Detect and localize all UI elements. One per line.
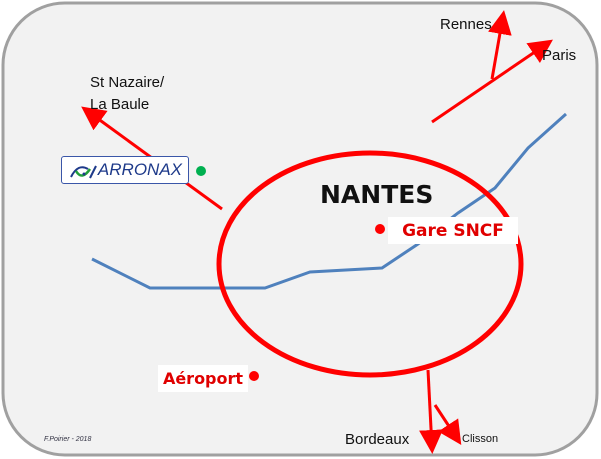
arronax-dot [196,166,206,176]
label-bordeaux: Bordeaux [345,431,410,448]
arronax-text: ARRONAX [97,160,182,179]
road-bordeaux [419,369,444,454]
label-gare-sncf: Gare SNCF [388,217,518,244]
label-clisson: Clisson [462,433,499,445]
arronax-eye-icon [70,165,97,179]
label-la-baule: La Baule [90,96,150,113]
loire-river [91,112,568,290]
label-st-nazaire: St Nazaire/ [90,74,165,91]
airport-dot [249,371,259,381]
gare-dot [375,224,385,234]
label-rennes: Rennes [440,16,492,33]
city-title: NANTES [320,180,434,209]
credit: F.Poirier - 2018 [44,436,92,443]
road-rennes [488,10,512,80]
road-clisson [433,404,462,446]
arronax-logo: ARRONAX [61,156,189,184]
label-paris: Paris [542,47,577,64]
label-airport: Aéroport [158,365,248,392]
road-paris [431,39,553,124]
ring-road [216,150,524,378]
